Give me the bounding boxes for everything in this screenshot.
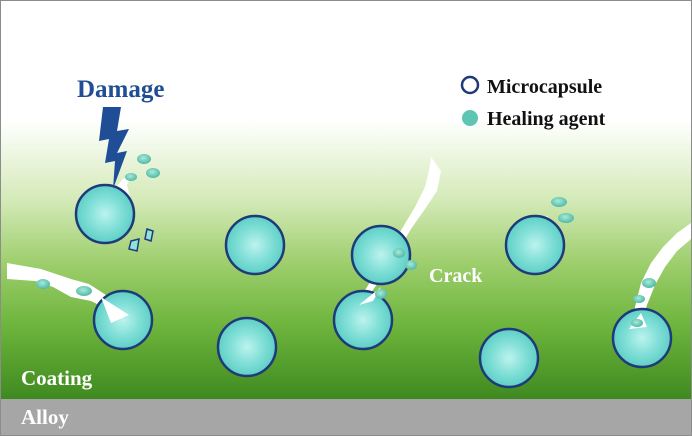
microcapsule (611, 307, 673, 369)
alloy-label: Alloy (21, 405, 69, 429)
crack-through-capsule (101, 297, 129, 323)
healing-agent-droplet (36, 279, 50, 289)
healing-agent-droplets (36, 154, 656, 327)
healing-agent-droplet (642, 278, 656, 288)
microcapsule-legend-icon (460, 75, 480, 95)
healing-agent-legend-icon (462, 110, 478, 126)
microcapsule (224, 214, 286, 276)
healing-agent-droplet (631, 319, 643, 327)
healing-agent-droplet (137, 154, 151, 164)
lightning-bolt-icon (99, 107, 129, 189)
microcapsule (74, 183, 136, 245)
healing-agent-droplet (405, 260, 417, 270)
healing-agent-droplet (76, 286, 92, 296)
healing-agent-droplet (551, 197, 567, 207)
crack-through-capsule (359, 287, 381, 305)
capsule-fragment (128, 237, 140, 252)
healing-agent-droplet (146, 168, 160, 178)
capsule-fragment (144, 228, 154, 242)
legend-microcapsule-label: Microcapsule (487, 76, 602, 98)
microcapsule (478, 327, 540, 389)
healing-agent-droplet (633, 295, 645, 303)
healing-agent-droplet (558, 213, 574, 223)
healing-agent-droplet (125, 173, 137, 181)
microcapsule (350, 224, 412, 286)
microcapsule (504, 214, 566, 276)
damage-label: Damage (77, 76, 164, 103)
microcapsules (74, 183, 673, 389)
crack-center (355, 157, 441, 307)
microcapsule (216, 316, 278, 378)
alloy-layer (1, 399, 691, 435)
crack-right (631, 223, 691, 327)
legend-healing-agent-label: Healing agent (487, 108, 606, 130)
coating-label: Coating (21, 366, 93, 390)
crack-label: Crack (429, 265, 483, 287)
healing-agent-droplet (375, 289, 387, 299)
crack-left (7, 263, 129, 315)
microcapsule (332, 289, 394, 351)
healing-agent-droplet (393, 248, 405, 258)
